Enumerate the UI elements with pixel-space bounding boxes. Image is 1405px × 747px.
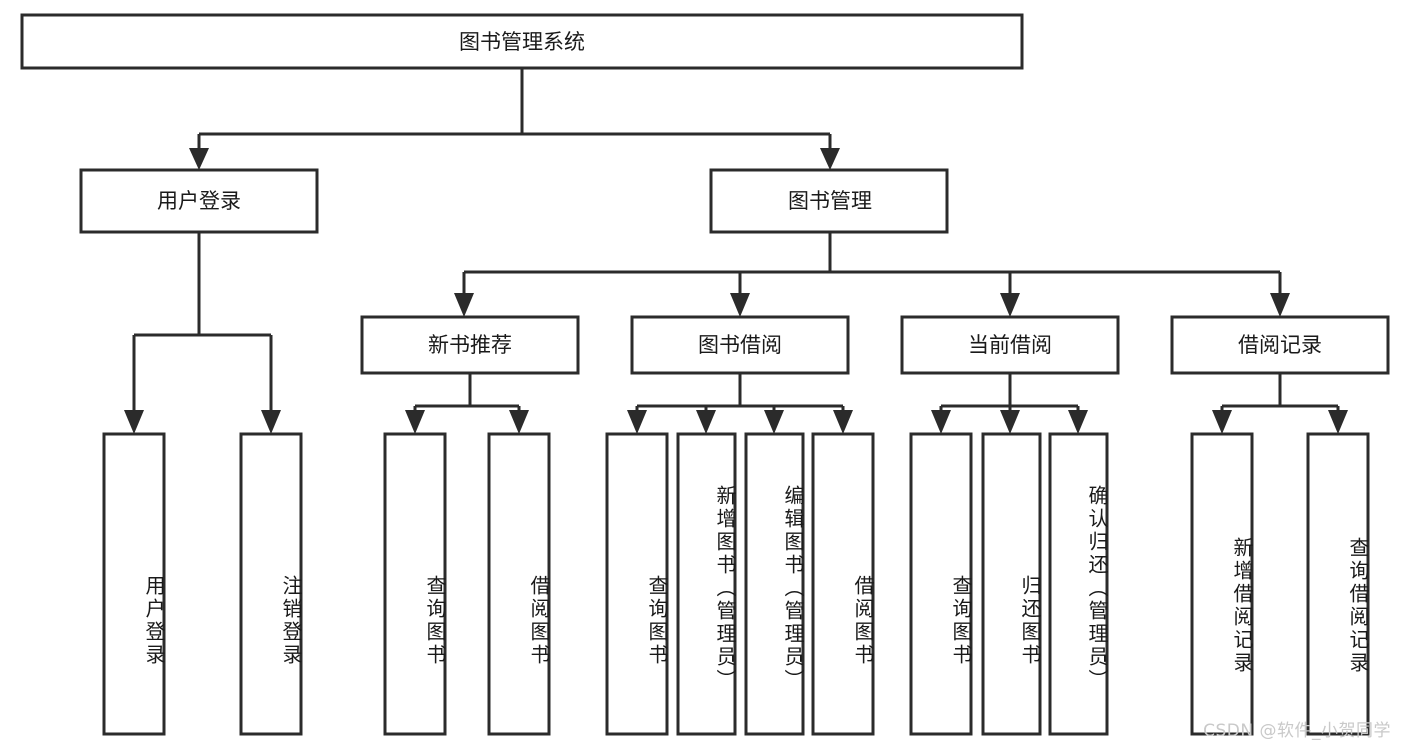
leaf-query-record-label: 查询借阅记录: [1346, 537, 1370, 675]
leaf-borrow-book-2-box[interactable]: [811, 432, 875, 736]
node-borrow-record[interactable]: 借阅记录: [1170, 315, 1390, 375]
node-user-login-label: 用户登录: [157, 189, 241, 213]
arrow-head-leaf-user-login: [124, 410, 144, 434]
connector-group-new-book-recommend: [405, 373, 529, 434]
leaf-add-record-label: 新增借阅记录: [1230, 537, 1254, 675]
node-root-label: 图书管理系统: [459, 30, 585, 54]
leaf-query-book-1-box[interactable]: [383, 432, 447, 736]
arrow-head-borrow-record: [1270, 293, 1290, 317]
arrow-head-user-login: [189, 148, 209, 170]
leaf-confirm-return-label: 确认归还（管理员）: [1085, 484, 1109, 692]
leaf-edit-book-label: 编辑图书（管理员）: [781, 484, 805, 692]
node-new-book-recommend-box[interactable]: [360, 315, 580, 375]
node-root-box[interactable]: [20, 13, 1024, 70]
node-book-borrow[interactable]: 图书借阅: [630, 315, 850, 375]
csdn-watermark: CSDN @软件_小贺同学: [1203, 721, 1391, 741]
arrow-head-book-manage: [820, 148, 840, 170]
leaf-add-book-label: 新增图书（管理员）: [713, 484, 737, 692]
node-root[interactable]: 图书管理系统: [20, 13, 1024, 70]
node-current-borrow[interactable]: 当前借阅: [900, 315, 1120, 375]
connector-group-current-borrow: [931, 373, 1088, 434]
connector-group-root: [189, 68, 840, 170]
leaf-borrow-book-2-label: 借阅图书: [851, 575, 875, 667]
node-current-borrow-label: 当前借阅: [968, 333, 1052, 357]
node-borrow-record-box[interactable]: [1170, 315, 1390, 375]
leaf-query-book-3-box[interactable]: [909, 432, 973, 736]
arrow-head-current-borrow: [1000, 293, 1020, 317]
node-user-login[interactable]: 用户登录: [79, 168, 319, 234]
leaf-borrow-book-1-box[interactable]: [487, 432, 551, 736]
arrow-head-leaf-query-record: [1328, 410, 1348, 434]
arrow-head-book-borrow: [730, 293, 750, 317]
leaf-add-record-box[interactable]: [1190, 432, 1254, 736]
arrow-head-new-book-recommend: [454, 293, 474, 317]
node-book-borrow-label: 图书借阅: [698, 333, 782, 357]
node-current-borrow-box[interactable]: [900, 315, 1120, 375]
arrow-head-leaf-return-book: [1000, 410, 1020, 434]
connector-group-book-borrow: [627, 373, 853, 434]
connector-group-user-login: [124, 232, 281, 434]
connector-group-borrow-record: [1212, 373, 1348, 434]
arrow-head-leaf-query-book-3: [931, 410, 951, 434]
arrow-head-leaf-add-record: [1212, 410, 1232, 434]
node-new-book-recommend-label: 新书推荐: [428, 333, 512, 357]
leaf-query-book-1-label: 查询图书: [423, 575, 447, 667]
arrow-head-leaf-query-book-1: [405, 410, 425, 434]
leaf-boxes: [102, 432, 1370, 736]
arrow-head-leaf-confirm-return: [1068, 410, 1088, 434]
leaf-query-book-2-label: 查询图书: [645, 575, 669, 667]
node-borrow-record-label: 借阅记录: [1238, 333, 1322, 357]
arrow-head-leaf-borrow-book-1: [509, 410, 529, 434]
node-book-borrow-box[interactable]: [630, 315, 850, 375]
leaf-borrow-book-1-label: 借阅图书: [527, 575, 551, 667]
leaf-user-logout-box[interactable]: [239, 432, 303, 736]
arrow-head-leaf-user-logout: [261, 410, 281, 434]
leaf-query-record-box[interactable]: [1306, 432, 1370, 736]
leaf-user-login-box[interactable]: [102, 432, 166, 736]
arrow-head-leaf-add-book: [696, 410, 716, 434]
leaf-query-book-3-label: 查询图书: [949, 575, 973, 667]
node-new-book-recommend[interactable]: 新书推荐: [360, 315, 580, 375]
leaf-query-book-2-box[interactable]: [605, 432, 669, 736]
node-user-login-box[interactable]: [79, 168, 319, 234]
leaf-return-book-label: 归还图书: [1018, 575, 1042, 667]
arrow-head-leaf-edit-book: [764, 410, 784, 434]
leaf-add-book-box[interactable]: [676, 432, 737, 736]
arrow-head-leaf-borrow-book-2: [833, 410, 853, 434]
node-book-manage[interactable]: 图书管理: [709, 168, 949, 234]
leaf-user-logout-label: 注销登录: [279, 575, 303, 667]
leaf-confirm-return-box[interactable]: [1048, 432, 1109, 736]
leaf-user-login-label: 用户登录: [142, 575, 166, 667]
leaf-return-book-box[interactable]: [981, 432, 1042, 736]
connector-group-book-manage: [454, 232, 1290, 317]
leaf-edit-book-box[interactable]: [744, 432, 805, 736]
arrow-head-leaf-query-book-2: [627, 410, 647, 434]
node-book-manage-box[interactable]: [709, 168, 949, 234]
node-book-manage-label: 图书管理: [788, 189, 872, 213]
